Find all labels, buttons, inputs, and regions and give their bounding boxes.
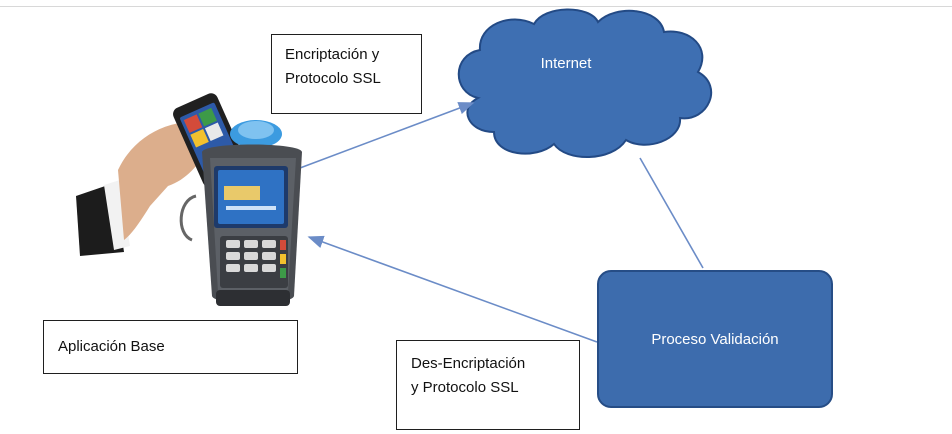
decryption-label-box: Des-Encriptación y Protocolo SSL [396, 340, 580, 430]
decryption-label-line-1: Des-Encriptación [411, 355, 526, 372]
encryption-label-box: Encriptación y Protocolo SSL [271, 34, 422, 114]
top-rule [0, 6, 952, 7]
pos-terminal-image [76, 93, 302, 306]
edge-internet-to-process [639, 157, 704, 269]
app-base-label-box: Aplicación Base [43, 320, 298, 374]
process-validation-label: Proceso Validación [651, 330, 779, 348]
edge-terminal-to-internet [299, 102, 475, 169]
encryption-label-line-1: Encriptación y [285, 46, 380, 63]
internet-cloud [457, 8, 712, 158]
encryption-label-line-2: Protocolo SSL [285, 70, 381, 87]
app-base-label: Aplicación Base [58, 338, 165, 355]
internet-label: Internet [540, 55, 592, 72]
process-validation-box: Proceso Validación [597, 270, 833, 408]
edge-process-to-terminal [307, 235, 598, 343]
decryption-label-line-2: y Protocolo SSL [411, 379, 519, 396]
